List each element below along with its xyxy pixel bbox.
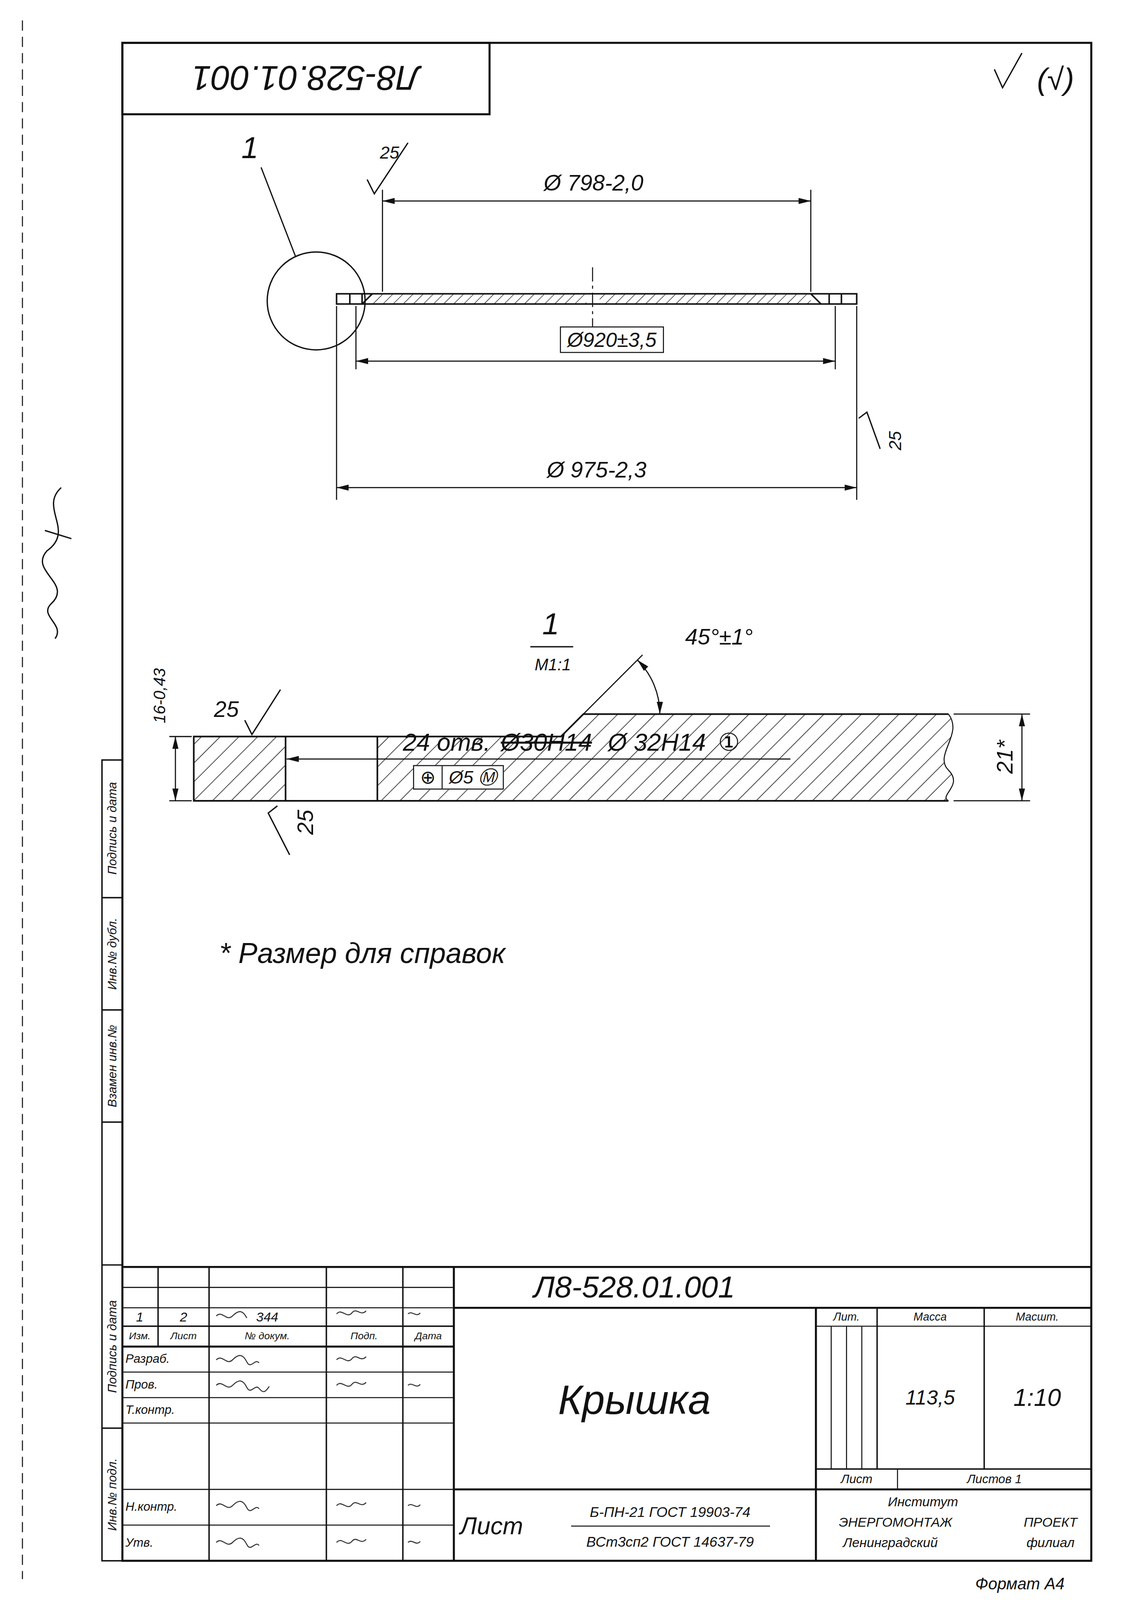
organization-text: Ленинградский	[842, 1535, 938, 1549]
organization-text: ПРОЕКТ	[1023, 1515, 1078, 1529]
table-cell: Утв.	[125, 1536, 154, 1549]
organization-text: ЭНЕРГОМОНТАЖ	[838, 1515, 953, 1529]
side-stamp-text: Подпись и дата	[106, 782, 119, 875]
side-stamp-text: Взамен инв.№	[106, 1024, 119, 1108]
table-cell: 1	[135, 1310, 144, 1324]
angle-dimension: 45°±1°	[685, 626, 753, 649]
organization-text: филиал	[1026, 1535, 1075, 1549]
table-cell: Разраб.	[125, 1352, 170, 1365]
table-cell: Пров.	[125, 1378, 158, 1391]
detail-label: 1	[542, 608, 560, 640]
table-cell: 113,5	[905, 1386, 956, 1408]
sheet-frame	[22, 20, 1092, 1579]
note-text: * Размер для справок	[219, 939, 506, 968]
drawing-number: Л8-528.01.001	[191, 61, 421, 96]
roughness-value: 25	[214, 698, 239, 722]
material-text: ВСт3сп2 ГОСТ 14637-79	[586, 1533, 754, 1549]
table-cell: Масшт.	[1015, 1310, 1059, 1323]
cover-top-view	[261, 142, 881, 501]
node-text: Ø920±3,5	[560, 327, 663, 352]
side-stamp-text: Инв.№ подл.	[106, 1457, 119, 1531]
detail-scale: М1:1	[534, 656, 572, 674]
side-stamp-text: Инв.№ дубл.	[106, 917, 119, 990]
dimension-text: 16-0,43	[151, 667, 169, 724]
change-mark: ①	[718, 730, 740, 755]
cover-detail-section	[169, 646, 1030, 855]
table-cell: Лист	[170, 1330, 197, 1342]
material-text: Б-ПН-21 ГОСТ 19903-74	[589, 1504, 751, 1519]
table-cell: Т.контр.	[125, 1403, 175, 1416]
title-block-grid	[122, 1266, 1092, 1561]
roughness-value: 25	[380, 144, 400, 162]
table-cell: № докум.	[244, 1330, 290, 1342]
node-text: Ø5 Ⓜ	[441, 766, 504, 789]
table-cell: Дата	[414, 1330, 442, 1342]
table-cell: 344	[256, 1310, 279, 1324]
roughness-general	[994, 52, 1022, 88]
table-cell: Изм.	[128, 1330, 151, 1342]
table-cell: 2	[179, 1310, 188, 1324]
position-tolerance-frame: ⊕Ø5 Ⓜ	[413, 764, 505, 790]
dimension-text: Ø 798-2,0	[543, 172, 644, 195]
side-stamp-text: Подпись и дата	[106, 1299, 119, 1393]
table-cell: Лист	[841, 1472, 873, 1486]
hole-callout: Ø30H14	[500, 730, 592, 755]
part-name: Крышка	[558, 1378, 711, 1420]
framed-dimension: Ø920±3,5	[560, 326, 664, 354]
table-cell: Масса	[913, 1310, 947, 1323]
table-cell: Лит.	[833, 1310, 860, 1323]
table-cell: Листов 1	[966, 1472, 1022, 1486]
organization-text: Институт	[887, 1494, 958, 1509]
hole-callout: Ø 32H14	[607, 730, 707, 755]
hole-callout: 24 отв.	[402, 730, 491, 755]
drawing-number: Л8-528.01.001	[533, 1271, 735, 1303]
material-text: Лист	[460, 1513, 524, 1538]
table-cell: Н.контр.	[125, 1500, 178, 1513]
dimension-text: Ø 975-2,3	[546, 458, 647, 482]
table-cell: Подп.	[350, 1330, 378, 1342]
handwritten-signatures	[216, 1310, 421, 1547]
table-cell: 1:10	[1013, 1385, 1061, 1410]
format-note: Формат А4	[975, 1575, 1065, 1593]
node-text: ⊕	[413, 766, 442, 789]
dimension-text: 21*	[994, 739, 1017, 774]
callout-number: 1	[241, 132, 259, 164]
roughness-value: 25	[886, 430, 905, 450]
roughness-note: (√)	[1036, 64, 1075, 96]
roughness-value: 25	[294, 809, 318, 835]
